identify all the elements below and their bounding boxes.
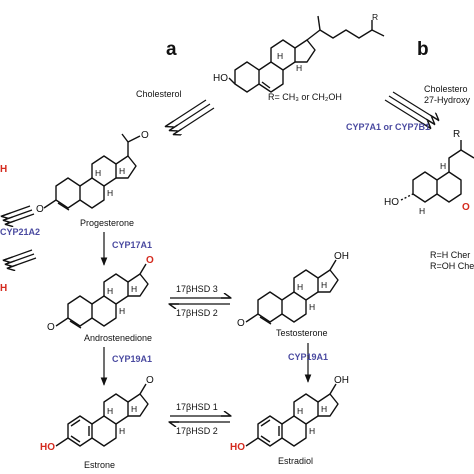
estradiol-h-label: H xyxy=(297,406,303,416)
enzyme-cyp19a1-left-label: CYP19A1 xyxy=(112,354,152,364)
enzyme-cyp7-label: CYP7A1 or CYP7B1 xyxy=(346,122,430,132)
estrone-name: Estrone xyxy=(84,460,115,470)
cholesterol-h-label: H xyxy=(277,51,283,61)
hsd-top-forward-label: 17βHSD 3 xyxy=(176,284,218,294)
testosterone-oxo-label: O xyxy=(237,318,245,329)
estradiol-name: Estradiol xyxy=(278,456,313,466)
hsd-bottom-reverse-label: 17βHSD 2 xyxy=(176,426,218,436)
progesterone-h-label: H xyxy=(119,166,125,176)
androstenedione-h-label: H xyxy=(119,306,125,316)
estradiol-structure: HO OH H H H xyxy=(230,375,349,453)
progesterone-structure: O O H H H xyxy=(36,130,149,215)
androstenedione-name: Androstenedione xyxy=(84,333,152,343)
panel-b-product-roh: R=OH Che xyxy=(430,261,474,271)
panel-b-substrate-line2: 27-Hydroxy xyxy=(424,95,471,105)
cholesterol-h-label: H xyxy=(296,63,302,73)
progesterone-ketone-label: O xyxy=(141,130,149,141)
testosterone-oh-label: OH xyxy=(334,251,349,262)
cholesterol-ho-label: HO xyxy=(213,73,228,84)
estrone-h-label: H xyxy=(119,426,125,436)
panel-b-r-label: R xyxy=(453,129,460,140)
estrone-estradiol-equilibrium xyxy=(170,416,230,422)
androstenedione-17-oxo-label: O xyxy=(146,255,154,266)
left-clipped-h-label: H xyxy=(0,164,7,175)
testosterone-h-label: H xyxy=(321,280,327,290)
testosterone-name: Testosterone xyxy=(276,328,328,338)
enzyme-cyp19a1-right-label: CYP19A1 xyxy=(288,352,328,362)
progesterone-to-left-arrows xyxy=(2,205,37,268)
enzyme-cyp21a2-label: CYP21A2 xyxy=(0,227,40,237)
panel-b-product-rh: R=H Cher xyxy=(430,250,470,260)
progesterone-oxo-label: O xyxy=(36,204,44,215)
r-definition: R= CH₃ or CH₂OH xyxy=(268,92,342,102)
cholesterol-r-label: R xyxy=(372,12,378,22)
enzyme-cyp17a1-label: CYP17A1 xyxy=(112,240,152,250)
progesterone-name: Progesterone xyxy=(80,218,134,228)
testosterone-h-label: H xyxy=(309,302,315,312)
cholesterol-arrow-label: Cholesterol xyxy=(136,89,182,99)
panel-b-ho-label: HO xyxy=(384,197,399,208)
estrone-structure: HO O H H H xyxy=(40,375,154,453)
androstenedione-testosterone-equilibrium xyxy=(170,298,230,304)
androstenedione-structure: O O H H H xyxy=(47,255,154,333)
estrone-h-label: H xyxy=(107,406,113,416)
estradiol-h-label: H xyxy=(321,404,327,414)
estrone-h-label: H xyxy=(131,404,137,414)
estradiol-oh-label: OH xyxy=(334,375,349,386)
panel-b-substrate-line1: Cholestero xyxy=(424,84,468,94)
progesterone-h-label: H xyxy=(95,168,101,178)
left-clipped-h-label-2: H xyxy=(0,283,7,294)
estrone-oxo-label: O xyxy=(146,375,154,386)
hsd-bottom-forward-label: 17βHSD 1 xyxy=(176,402,218,412)
estradiol-h-label: H xyxy=(309,426,315,436)
panel-b-arrow xyxy=(384,91,438,128)
panel-b-product-structure: HO R H H O xyxy=(384,129,474,216)
hsd-top-reverse-label: 17βHSD 2 xyxy=(176,308,218,318)
estradiol-ho-label: HO xyxy=(230,442,245,453)
estrone-ho-label: HO xyxy=(40,442,55,453)
panel-label-a: a xyxy=(166,39,177,60)
progesterone-h-label: H xyxy=(107,188,113,198)
cholesterol-to-progesterone-arrow xyxy=(166,99,215,134)
androstenedione-h-label: H xyxy=(107,286,113,296)
panel-b-oxo-label: O xyxy=(462,202,470,213)
testosterone-structure: O OH H H H xyxy=(237,251,349,329)
testosterone-h-label: H xyxy=(297,282,303,292)
panel-label-b: b xyxy=(417,39,429,60)
androstenedione-h-label: H xyxy=(131,284,137,294)
cholesterol-structure: HO R H H xyxy=(213,12,385,93)
panel-b-h-label: H xyxy=(419,206,425,216)
androstenedione-oxo-label: O xyxy=(47,322,55,333)
panel-b-h-label: H xyxy=(440,161,446,171)
